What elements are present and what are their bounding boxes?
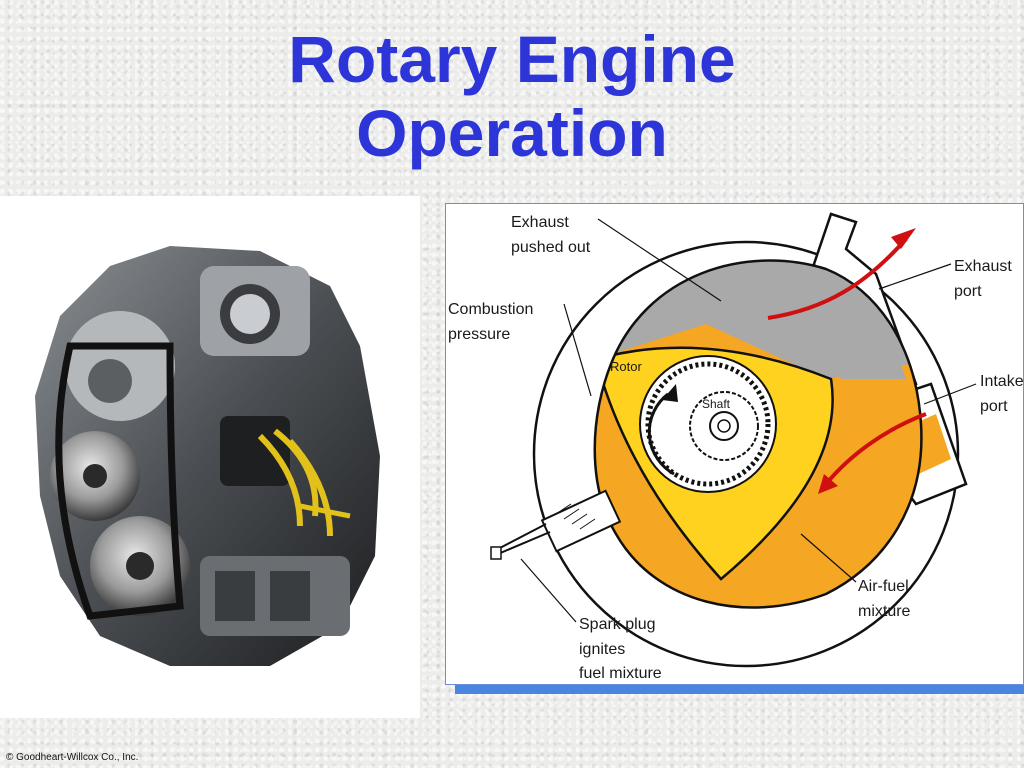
slide-title: Rotary Engine Operation xyxy=(0,22,1024,170)
drive-belt xyxy=(55,342,184,620)
label-intake-port-line2: port xyxy=(980,398,1008,415)
exhaust-flow-arrow xyxy=(767,237,908,320)
label-exhaust-port-line1: Exhaust xyxy=(954,258,1012,275)
leader-intake-port xyxy=(923,383,977,405)
spark-plug xyxy=(490,489,622,560)
leader-spark-plug xyxy=(520,558,577,623)
label-spark-plug-line3: fuel mixture xyxy=(579,665,662,682)
engine-photo-illustration xyxy=(35,246,380,666)
rotary-engine-diagram: Exhaust pushed out Combustion pressure E… xyxy=(448,212,1024,682)
rotor-chamber-outline xyxy=(593,259,923,609)
rotation-arrow xyxy=(647,392,675,476)
label-air-fuel-line1: Air-fuel xyxy=(858,578,909,595)
label-intake-port-line1: Intake xyxy=(980,373,1024,390)
label-exhaust-pushed-line1: Exhaust xyxy=(511,214,569,231)
leader-air-fuel xyxy=(800,533,857,583)
label-exhaust-port-line2: port xyxy=(954,283,982,300)
label-combustion-line2: pressure xyxy=(448,326,510,343)
label-spark-plug-line1: Spark plug xyxy=(579,616,656,633)
leader-exhaust-pushed xyxy=(597,218,722,302)
leader-combustion xyxy=(563,303,592,397)
intake-flow-arrow xyxy=(824,412,927,486)
label-exhaust-pushed-line2: pushed out xyxy=(511,239,591,256)
label-rotor: Rotor xyxy=(610,359,642,374)
label-spark-plug-line2: ignites xyxy=(579,641,625,658)
copyright-notice: © Goodheart-Willcox Co., Inc. xyxy=(6,752,139,763)
slide-title-line1: Rotary Engine xyxy=(288,22,736,96)
label-combustion-line1: Combustion xyxy=(448,301,533,318)
leader-exhaust-port xyxy=(878,263,952,290)
rotary-diagram-panel: Exhaust pushed out Combustion pressure E… xyxy=(445,203,1024,685)
label-shaft: Shaft xyxy=(702,397,731,411)
label-air-fuel-line2: mixture xyxy=(858,603,911,620)
ignition-coils xyxy=(220,416,290,486)
engine-photo xyxy=(0,196,420,718)
slide-title-line2: Operation xyxy=(356,96,668,170)
spark-wire xyxy=(257,433,303,527)
